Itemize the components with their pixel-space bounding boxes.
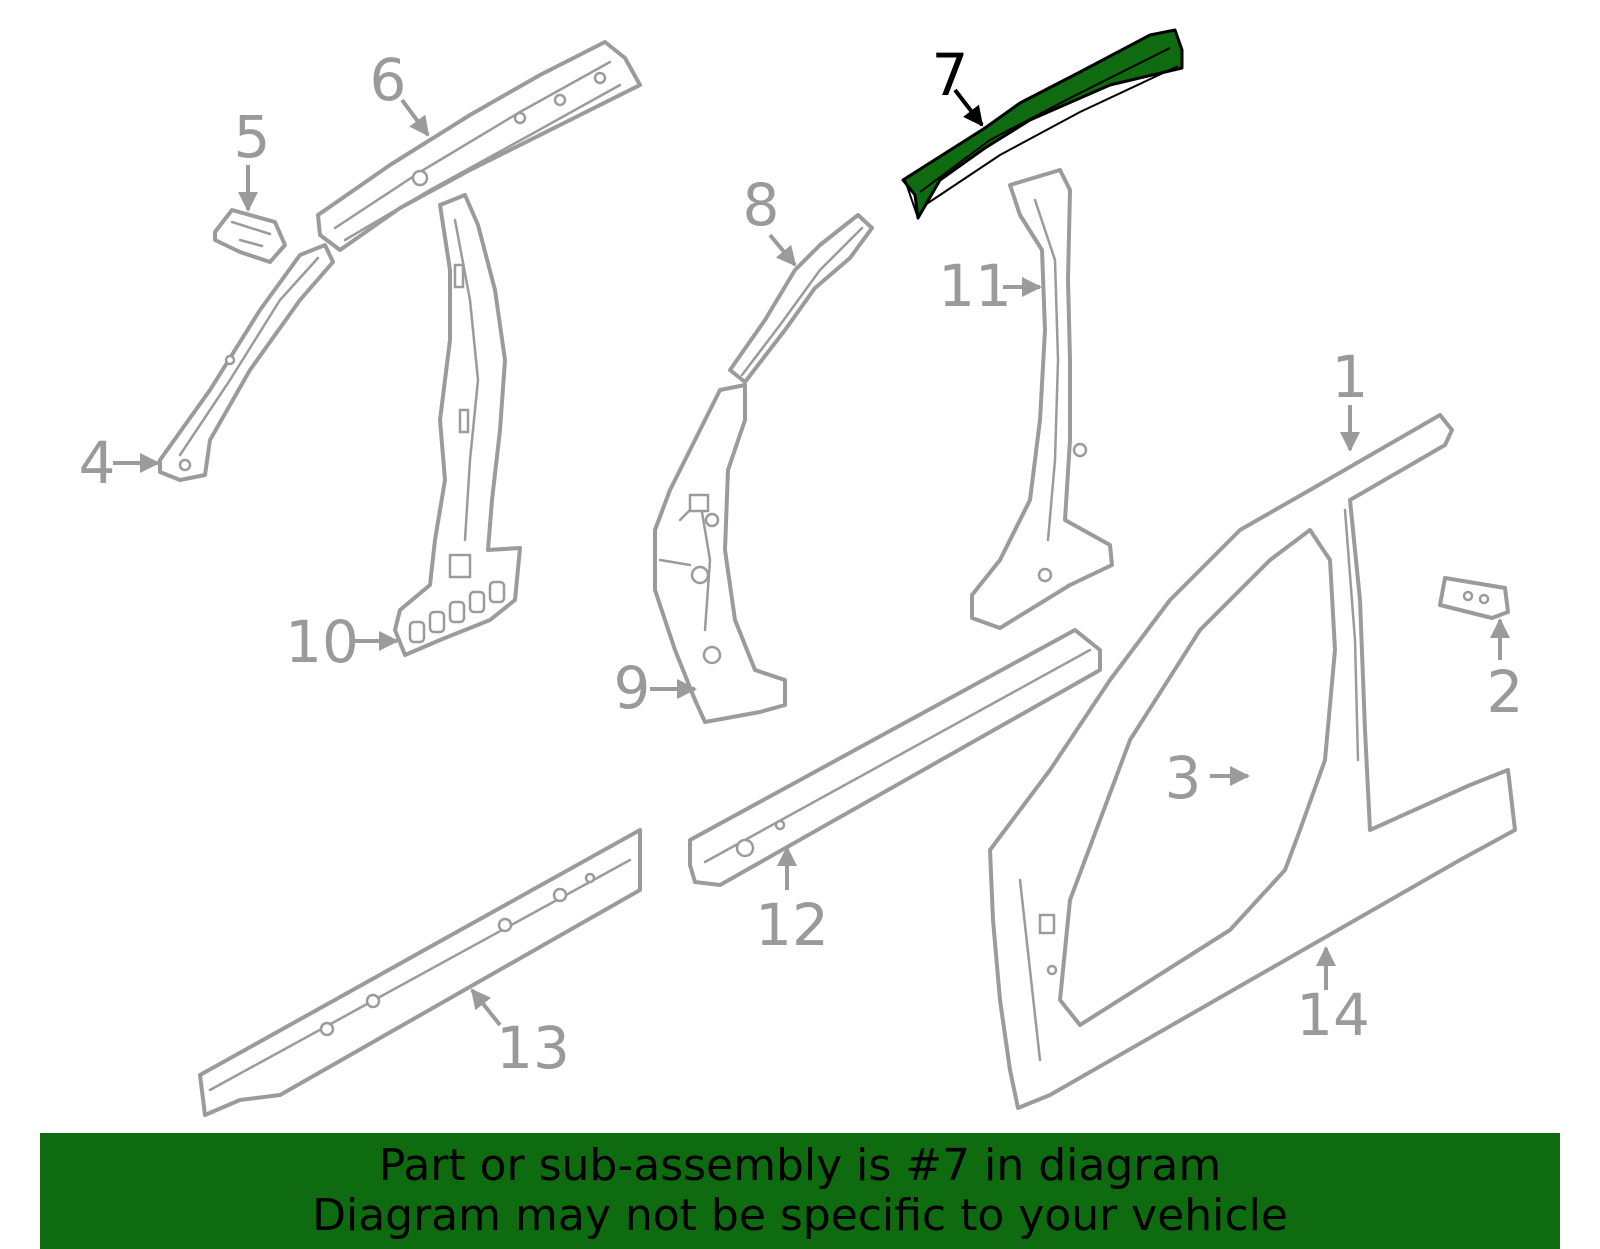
callouts: 1 2 3 4 5 6 7 8 9 10 11 12 13 14 — [79, 41, 1524, 1082]
leader-7[interactable] — [953, 88, 984, 127]
callout-2: 2 — [1487, 658, 1524, 726]
callout-7[interactable]: 7 — [932, 41, 969, 109]
leader-6 — [400, 98, 430, 137]
part-9-lower-pillar — [653, 383, 787, 724]
callout-13: 13 — [496, 1014, 570, 1082]
part-7-highlighted — [901, 28, 1184, 220]
callout-10: 10 — [285, 608, 359, 676]
part-14-body-side — [988, 413, 1517, 1110]
part-13-sill — [198, 828, 642, 1117]
part-10-b-pillar — [393, 193, 522, 657]
part-6-roof-rail — [316, 40, 642, 252]
part-2-plate — [1438, 576, 1510, 620]
callout-6: 6 — [370, 46, 407, 114]
callout-14: 14 — [1296, 981, 1370, 1049]
part-4-pillar-inner — [158, 243, 335, 482]
callout-1: 1 — [1332, 343, 1369, 411]
callout-8: 8 — [743, 171, 780, 239]
parts-diagram: 1 2 3 4 5 6 7 8 9 10 11 12 13 14 — [79, 28, 1524, 1117]
callout-3: 3 — [1165, 744, 1202, 812]
leader-lines — [113, 88, 1510, 1027]
part-8-pillar-reinforcement — [728, 213, 874, 384]
part-12-rocker — [688, 628, 1102, 887]
banner-line-disclaimer: Diagram may not be specific to your vehi… — [312, 1190, 1288, 1241]
callout-11: 11 — [938, 252, 1012, 320]
info-banner: Part or sub-assembly is #7 in diagram Di… — [40, 1133, 1560, 1249]
banner-line-part-number: Part or sub-assembly is #7 in diagram — [378, 1140, 1222, 1191]
callout-5: 5 — [234, 103, 271, 171]
leader-8 — [768, 233, 797, 267]
part-5-bracket — [213, 208, 287, 264]
callout-4: 4 — [79, 429, 116, 497]
leader-13 — [470, 988, 502, 1027]
part-11-b-pillar-outer — [970, 168, 1114, 630]
callout-9: 9 — [614, 654, 651, 722]
callout-12: 12 — [755, 891, 829, 959]
